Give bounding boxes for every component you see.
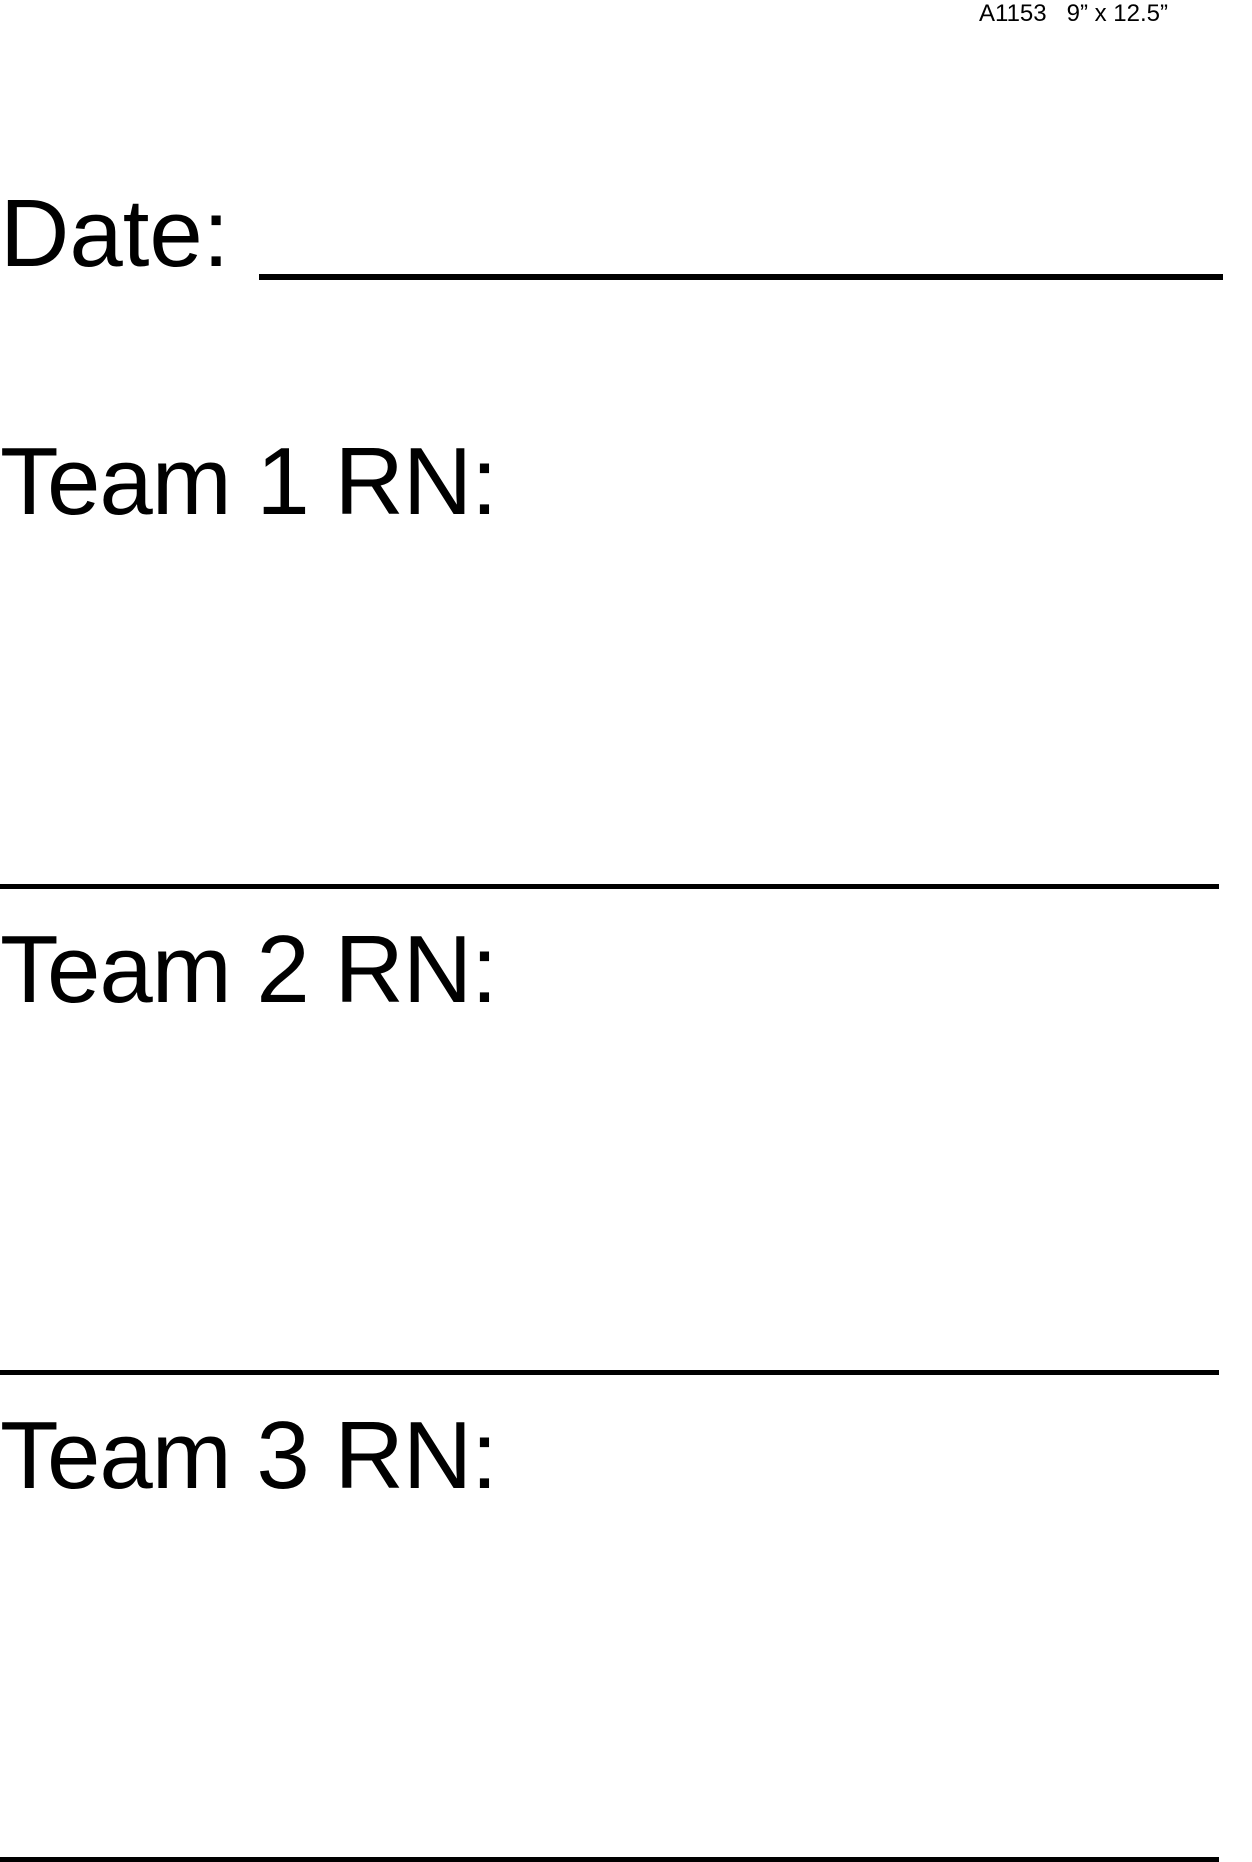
team-2-divider (0, 1370, 1219, 1375)
team-3-divider (0, 1857, 1219, 1862)
product-code-label: A1153 9” x 12.5” (979, 0, 1168, 27)
date-write-line (259, 274, 1223, 280)
date-row: Date: (0, 186, 1223, 286)
team-2-label: Team 2 RN: (0, 916, 498, 1023)
team-1-label: Team 1 RN: (0, 428, 498, 535)
team-1-divider (0, 884, 1219, 889)
date-label: Date: (0, 180, 230, 287)
team-3-label: Team 3 RN: (0, 1402, 498, 1509)
